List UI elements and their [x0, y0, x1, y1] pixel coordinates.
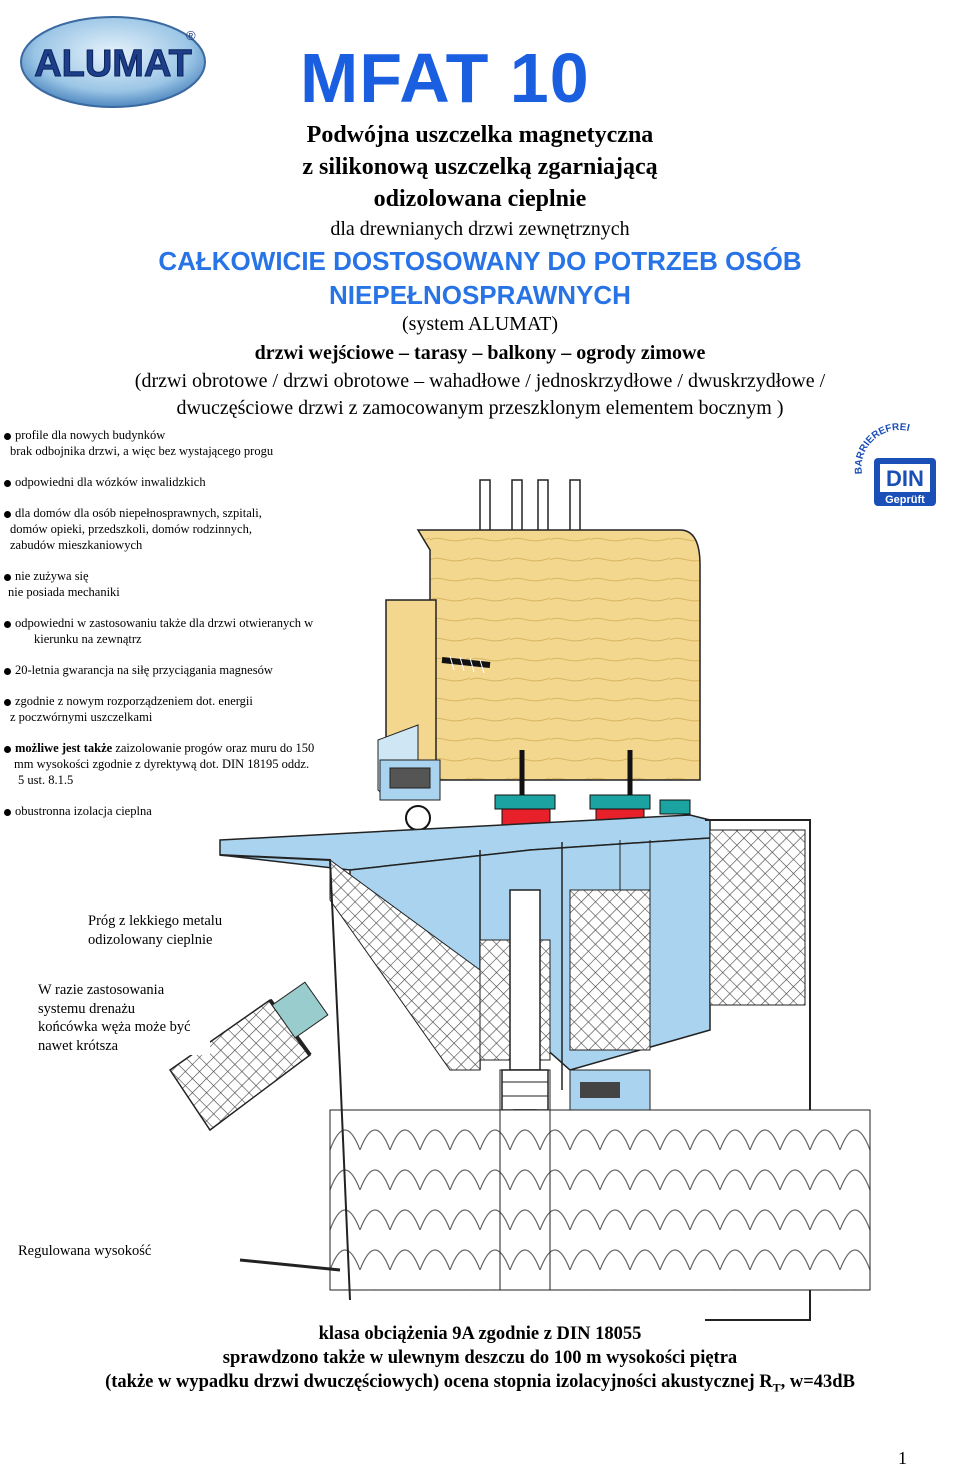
bullet-list: profile dla nowych budynków brak odbojni… [4, 427, 364, 819]
page-number: 1 [898, 1448, 907, 1468]
page-title: MFAT 10 [300, 39, 590, 117]
subtitle-line-1: Podwójna uszczelka magnetyczna [306, 122, 654, 148]
bullet-6: 20-letnia gwarancja na siłę przyciągania… [4, 662, 364, 678]
threshold-cross-section-drawing [150, 470, 950, 1330]
footer-line-1: klasa obciążenia 9A zgodnie z DIN 18055 [318, 1324, 642, 1344]
din-barrierefrei-badge: BARRIEREFREI DIN Geprüft [848, 422, 948, 524]
subtitle-line-10: dwuczęściowe drzwi z zamocowanym przeszk… [176, 397, 784, 419]
label-adjustable-height: Regulowana wysokość [18, 1242, 168, 1261]
bullet-2: odpowiedni dla wózków inwalidzkich [4, 474, 364, 490]
bullet-5: odpowiedni w zastosowaniu także dla drzw… [4, 615, 364, 631]
svg-text:Geprüft: Geprüft [885, 494, 925, 506]
bullet-7: zgodnie z nowym rozporządzeniem dot. ene… [4, 693, 364, 709]
bullet-1: profile dla nowych budynków [4, 427, 364, 443]
footer-line-2: sprawdzono także w ulewnym deszczu do 10… [222, 1348, 738, 1368]
bullet-4: nie zużywa się [4, 568, 364, 584]
alumat-logo: ALUMAT ® [18, 14, 208, 110]
label-threshold: Próg z lekkiego metalu odizolowany ciepl… [88, 912, 243, 949]
bullet-9: obustronna izolacja cieplna [4, 803, 364, 819]
subtitle-line-5: CAŁKOWICIE DOSTOSOWANY DO POTRZEB OSÓB [158, 246, 802, 276]
bullet-3: dla domów dla osób niepełnosprawnych, sz… [4, 505, 364, 521]
subtitle-line-9: (drzwi obrotowe / drzwi obrotowe – wahad… [134, 370, 826, 392]
bullet-8: możliwe jest także zaizolowanie progów o… [4, 740, 364, 756]
subtitle-line-8: drzwi wejściowe – tarasy – balkony – ogr… [254, 342, 706, 364]
din-text: DIN [886, 466, 924, 491]
subtitle-line-7: (system ALUMAT) [401, 313, 559, 335]
svg-text:®: ® [186, 28, 196, 43]
label-drainage: W razie zastosowania systemu drenażu koń… [38, 981, 210, 1055]
logo-text: ALUMAT [34, 43, 192, 85]
bullet-dot [4, 432, 11, 440]
subtitle-line-6: NIEPEŁNOSPRAWNYCH [329, 280, 631, 310]
subtitle-line-3: odizolowana cieplnie [373, 186, 587, 212]
footer-line-3: (także w wypadku drzwi dwuczęściowych) o… [105, 1372, 855, 1395]
subtitle-line-2: z silikonową uszczelką zgarniającą [302, 154, 658, 180]
subtitle-line-4: dla drewnianych drzwi zewnętrznych [330, 218, 630, 240]
